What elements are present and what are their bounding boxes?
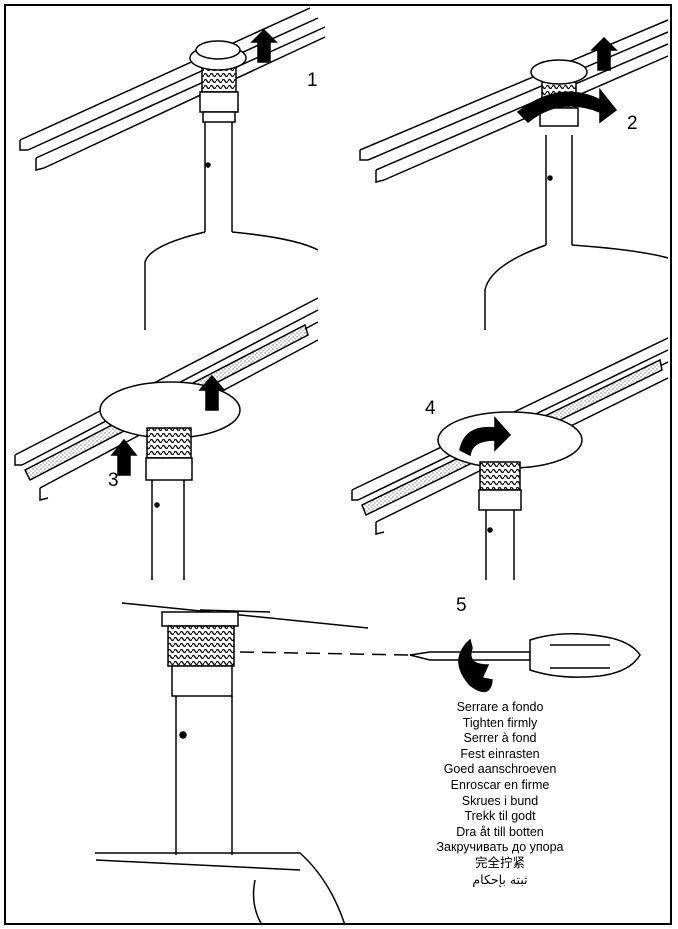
step-number-2: 2	[627, 113, 638, 134]
instruction-line-en: Tighten firmly	[462, 715, 538, 730]
step-number-5: 5	[456, 595, 467, 616]
instruction-caption: Serrare a fondo Tighten firmly Serrer à …	[380, 700, 620, 887]
instruction-line-ru: Закручивать до упора	[436, 840, 564, 855]
panel-step-1	[19, 7, 326, 330]
instruction-line-fr: Serrer à fond	[463, 731, 537, 746]
instruction-line-da: Skrues i bund	[461, 793, 539, 808]
page-border	[4, 4, 672, 925]
step-number-3: 3	[108, 470, 119, 491]
panel-step-3	[14, 297, 319, 580]
instruction-line-it: Serrare a fondo	[456, 700, 544, 714]
instruction-line-zh: 完全拧紧	[474, 855, 525, 870]
instruction-line-sv: Dra åt till botten	[456, 824, 544, 839]
instruction-line-ar: ثبته بإحكام	[472, 871, 528, 887]
instruction-line-nl: Goed aanschroeven	[443, 762, 557, 777]
panel-step-2	[359, 19, 669, 330]
instruction-line-no: Trekk til godt	[464, 809, 536, 824]
panel-step-4	[351, 337, 669, 580]
step-number-4: 4	[425, 398, 436, 419]
instruction-line-de: Fest einrasten	[460, 746, 540, 761]
step-number-1: 1	[307, 70, 318, 91]
panel-step-5	[95, 602, 641, 926]
instruction-line-es: Enroscar en firme	[450, 777, 550, 792]
